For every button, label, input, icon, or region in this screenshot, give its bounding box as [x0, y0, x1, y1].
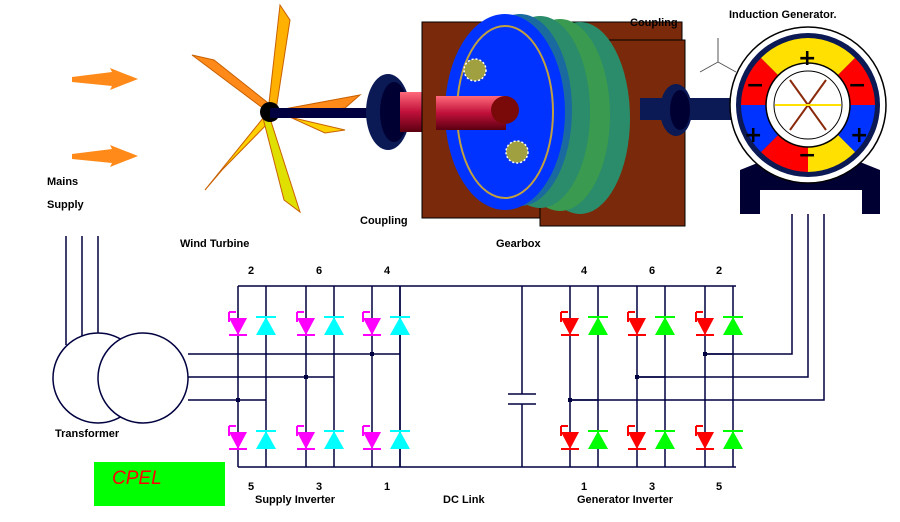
supply-inverter-leg-1	[228, 286, 276, 467]
label-dc-link: DC Link	[443, 494, 485, 506]
label-generator-inverter: Generator Inverter	[577, 494, 674, 506]
supply-inverter-leg-2	[296, 286, 344, 467]
induction-generator: + − + − + −	[699, 26, 887, 214]
switch-icon	[229, 432, 247, 449]
diode-icon	[655, 317, 675, 335]
wind-arrow-bottom-icon	[72, 145, 138, 167]
transformer	[52, 332, 189, 424]
label-gearbox: Gearbox	[496, 238, 542, 250]
diode-icon	[324, 317, 344, 335]
generator-inverter-lines	[570, 214, 825, 401]
switch-icon	[561, 432, 579, 449]
switch-icon	[696, 432, 714, 449]
switch-icon	[297, 432, 315, 449]
label-wind-turbine: Wind Turbine	[180, 238, 249, 250]
switch-icon	[363, 318, 381, 335]
supply-inverter-bottom-number: 1	[384, 481, 390, 493]
label-transformer: Transformer	[55, 428, 120, 440]
wind-arrow-top-icon	[72, 68, 138, 90]
label-induction-generator: Induction Generator.	[729, 9, 837, 21]
switch-icon	[363, 432, 381, 449]
generator-inverter-leg-3	[695, 286, 743, 467]
supply-inverter-bottom-number: 5	[248, 481, 254, 493]
gen-sign-5: −	[746, 73, 764, 98]
mains-supply-lines	[65, 236, 99, 345]
gen-sign-0: +	[798, 46, 816, 71]
supply-inverter-top-number: 6	[316, 265, 322, 277]
diode-icon	[256, 431, 276, 449]
cpel-logo: CPEL	[94, 462, 225, 506]
label-supply: Supply	[47, 199, 85, 211]
diode-icon	[723, 431, 743, 449]
switch-icon	[561, 318, 579, 335]
switch-icon	[696, 318, 714, 335]
coupling-right	[640, 84, 740, 136]
diode-icon	[390, 431, 410, 449]
label-mains: Mains	[47, 176, 78, 188]
cpel-logo-text: CPEL	[112, 468, 162, 489]
diode-icon	[324, 431, 344, 449]
generator-inverter-leg-1	[560, 286, 608, 467]
diode-icon	[723, 317, 743, 335]
gen-sign-1: −	[848, 73, 866, 98]
gearbox	[421, 14, 686, 227]
gen-sign-4: +	[744, 123, 762, 148]
gen-sign-2: +	[850, 123, 868, 148]
supply-inverter-leg-3	[362, 286, 410, 467]
generator-inverter-bottom-number: 1	[581, 481, 587, 493]
generator-inverter-top-number: 6	[649, 265, 655, 277]
label-coupling-left: Coupling	[360, 215, 408, 227]
generator-inverter-leg-2	[627, 286, 675, 467]
diode-icon	[588, 317, 608, 335]
transformer-inverter-lines	[188, 353, 372, 401]
switch-icon	[229, 318, 247, 335]
label-supply-inverter: Supply Inverter	[255, 494, 336, 506]
supply-inverter-bottom-number: 3	[316, 481, 322, 493]
generator-inverter-bottom-number: 3	[649, 481, 655, 493]
turbine-shaft	[270, 108, 380, 118]
switch-icon	[628, 432, 646, 449]
supply-inverter-top-number: 4	[384, 265, 391, 277]
diode-icon	[256, 317, 276, 335]
switch-icon	[628, 318, 646, 335]
generator-inverter-bottom-number: 5	[716, 481, 722, 493]
diode-icon	[390, 317, 410, 335]
gen-sign-3: −	[798, 143, 816, 168]
diode-icon	[588, 431, 608, 449]
supply-inverter-top-number: 2	[248, 265, 254, 277]
label-coupling-right: Coupling	[630, 17, 678, 29]
inverter-legs	[228, 286, 743, 467]
generator-inverter-top-number: 4	[581, 265, 588, 277]
switch-icon	[297, 318, 315, 335]
generator-inverter-top-number: 2	[716, 265, 722, 277]
diode-icon	[655, 431, 675, 449]
